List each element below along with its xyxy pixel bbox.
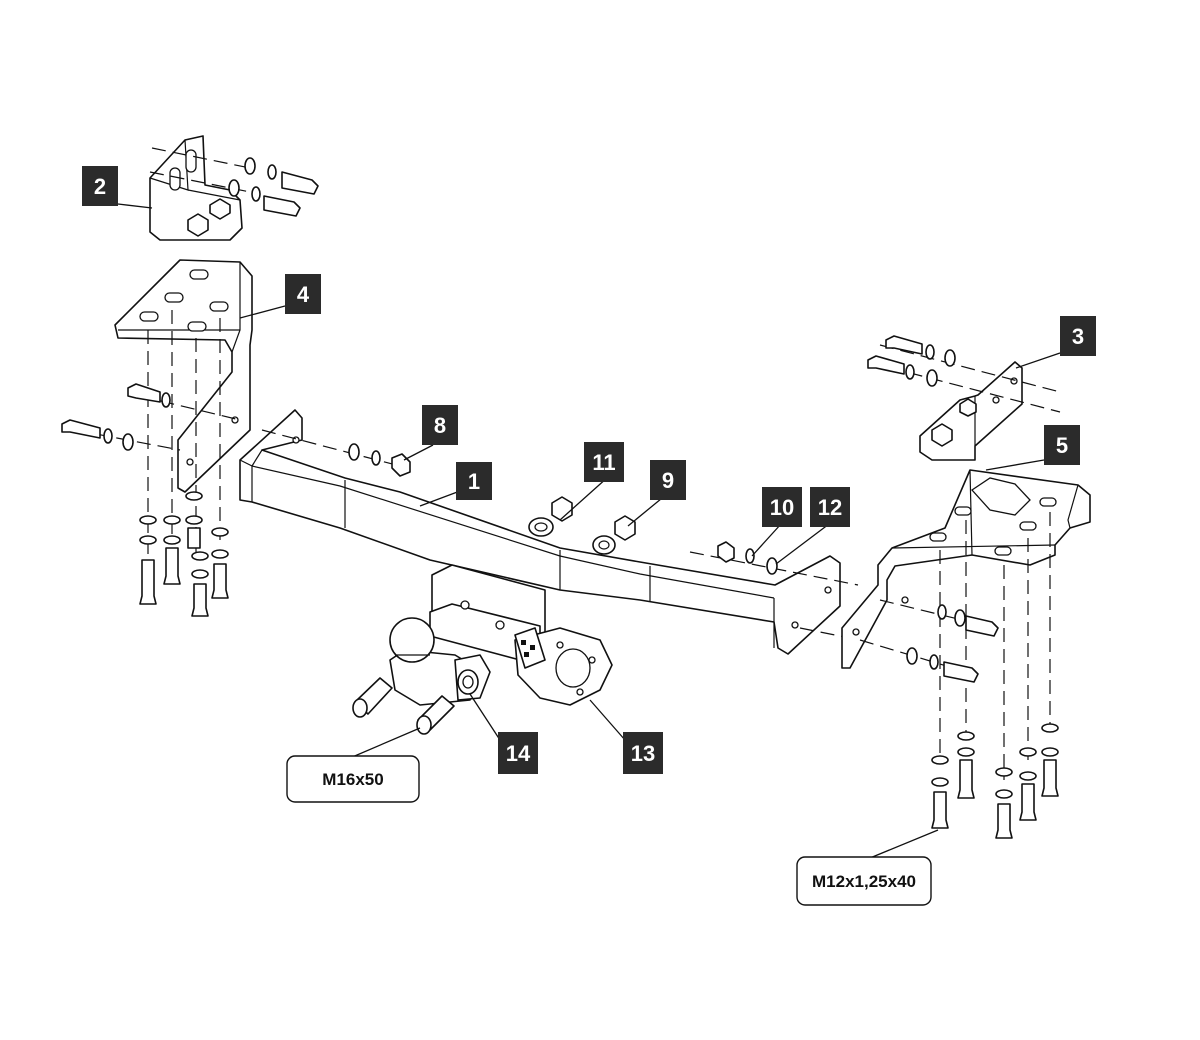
- callout-3-label: 3: [1072, 324, 1084, 349]
- callout-4: 4: [285, 274, 321, 314]
- beam-right-fasteners: [717, 541, 778, 575]
- spec-label-ball-bolt: M16x50: [286, 755, 420, 803]
- callout-12-label: 12: [818, 495, 842, 520]
- ball-mount-bolts: [352, 677, 455, 735]
- callout-3: 3: [1060, 316, 1096, 356]
- callout-11: 11: [584, 442, 624, 482]
- hitch-mounting-plate: [429, 564, 546, 661]
- main-cross-beam: [239, 409, 841, 655]
- callout-4-label: 4: [297, 282, 310, 307]
- left-upper-bracket: [149, 135, 243, 241]
- callout-5-label: 5: [1056, 433, 1068, 458]
- tow-ball-neck: [389, 649, 491, 706]
- spec-label-ball-bolt-text: M16x50: [322, 770, 383, 789]
- right-vertical-bolts: [931, 723, 1059, 839]
- callout-10-label: 10: [770, 495, 794, 520]
- bracket-3-bolts: [867, 335, 1061, 413]
- beam-left-fasteners: [348, 443, 411, 477]
- callout-1: 1: [456, 462, 492, 500]
- bracket-2-bolts: [149, 147, 319, 217]
- left-vertical-bolts: [139, 491, 229, 617]
- callout-9: 9: [650, 460, 686, 500]
- callout-14: 14: [498, 732, 538, 774]
- spec-label-bracket-bolt: M12x1,25x40: [796, 856, 932, 906]
- left-side-arm: [114, 259, 253, 493]
- leader-lines: [117, 203, 1061, 859]
- right-side-arm: [841, 469, 1091, 669]
- callout-9-label: 9: [662, 468, 674, 493]
- callout-14-label: 14: [506, 741, 531, 766]
- electrical-socket-plate: [514, 627, 613, 706]
- callout-12: 12: [810, 487, 850, 527]
- callout-5: 5: [1044, 425, 1080, 465]
- right-upper-bracket: [919, 361, 1023, 461]
- right-arm-side-bolts: [906, 604, 999, 683]
- callout-1-label: 1: [468, 469, 480, 494]
- center-nuts-washers: [528, 496, 636, 555]
- callout-13-label: 13: [631, 741, 655, 766]
- callout-2: 2: [82, 166, 118, 206]
- tow-ball: [389, 617, 435, 663]
- callout-13: 13: [623, 732, 663, 774]
- callout-8-label: 8: [434, 413, 446, 438]
- callout-11-label: 11: [592, 450, 615, 475]
- left-arm-side-bolts: [61, 383, 171, 451]
- callout-8: 8: [422, 405, 458, 445]
- callout-10: 10: [762, 487, 802, 527]
- callout-2-label: 2: [94, 174, 106, 199]
- spec-label-bracket-bolt-text: M12x1,25x40: [812, 872, 916, 891]
